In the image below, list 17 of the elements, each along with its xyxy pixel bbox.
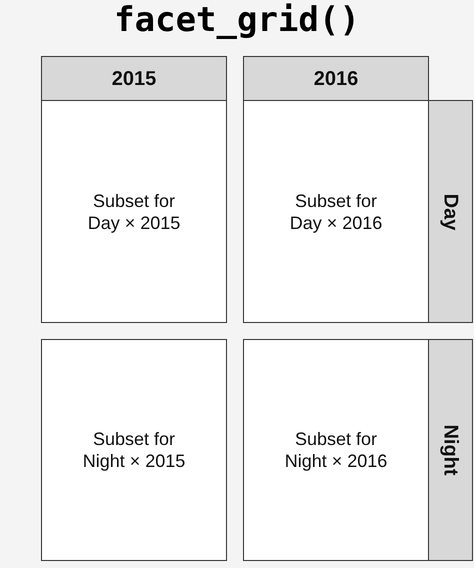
strip-label: 2016 <box>314 68 358 90</box>
strip-label: Day <box>440 193 462 230</box>
column-strip <box>243 56 429 101</box>
strip-label: 2015 <box>112 68 156 90</box>
panel-label: Subset for Day × 2015 <box>86 190 182 234</box>
row-strip <box>428 339 473 561</box>
column-strip <box>41 56 227 101</box>
panel-label: Subset for Night × 2015 <box>82 428 186 472</box>
facet-panel <box>243 339 429 561</box>
strip-label: Night <box>440 424 462 476</box>
row-strip <box>428 100 473 323</box>
title: facet_grid() <box>113 0 361 40</box>
panel-label: Subset for Night × 2016 <box>284 428 388 472</box>
facet-panel <box>41 339 227 561</box>
facet-panel <box>41 100 227 323</box>
facet-panel <box>243 100 429 323</box>
panel-label: Subset for Day × 2016 <box>288 190 384 234</box>
